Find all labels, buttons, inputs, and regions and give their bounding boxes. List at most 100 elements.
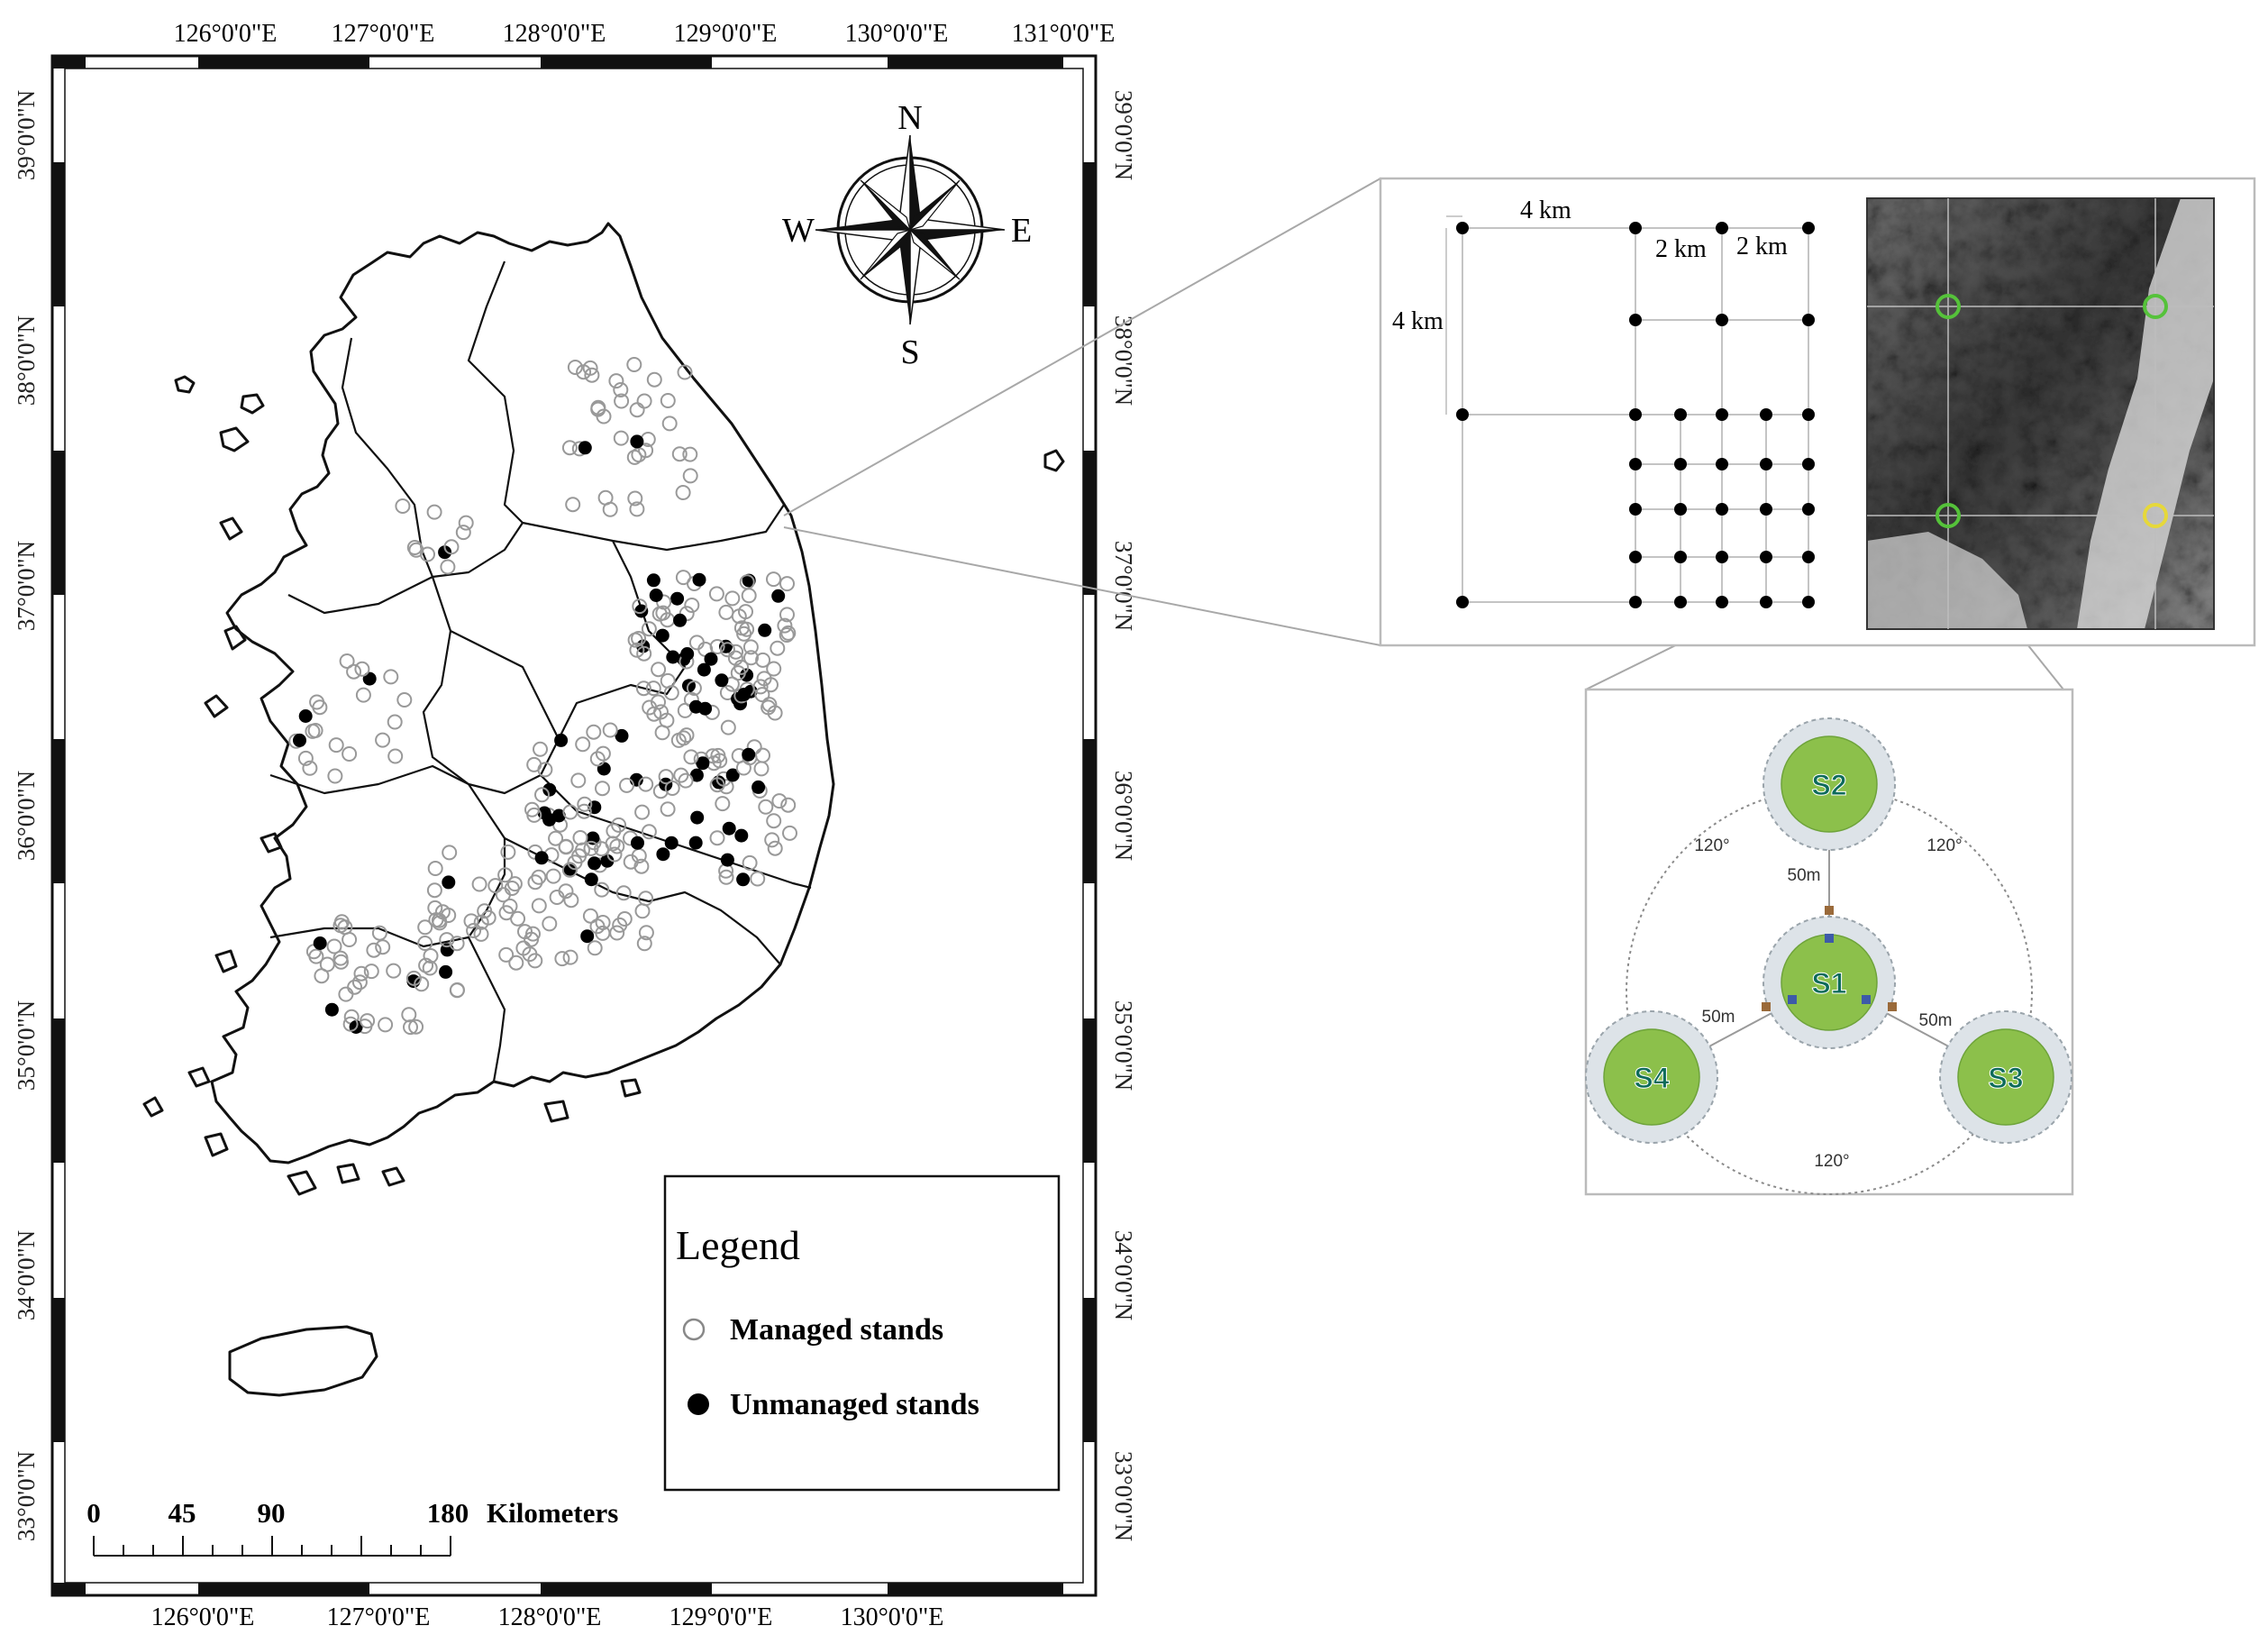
managed-stand-point bbox=[646, 371, 662, 388]
managed-stand-point bbox=[596, 408, 612, 425]
unmanaged-stand-point bbox=[656, 847, 670, 862]
managed-stand-point bbox=[660, 801, 676, 817]
lon-label-top: 129°0'0"E bbox=[674, 20, 778, 48]
frame-bar bbox=[1083, 451, 1096, 595]
managed-stand-point bbox=[426, 882, 442, 899]
managed-stand-point bbox=[629, 642, 645, 658]
managed-stand-point bbox=[455, 525, 471, 541]
managed-stand-point bbox=[417, 936, 433, 951]
compass-point bbox=[910, 230, 1005, 241]
grid-node-point bbox=[1716, 458, 1728, 470]
managed-stand-point bbox=[387, 714, 403, 730]
managed-stand-point bbox=[623, 854, 639, 870]
managed-stand-point bbox=[629, 501, 645, 517]
grid-node-point bbox=[1629, 551, 1642, 563]
island bbox=[620, 1078, 642, 1098]
managed-stand-point bbox=[758, 799, 774, 815]
managed-stand-point bbox=[684, 598, 700, 613]
lon-label-bottom: 128°0'0"E bbox=[498, 1603, 602, 1631]
sample-point-marker-highlight bbox=[2143, 503, 2168, 528]
connector-line bbox=[783, 178, 1381, 516]
aerial-photo-border bbox=[1866, 197, 2215, 630]
island bbox=[187, 1066, 211, 1088]
managed-stand-point bbox=[428, 912, 444, 928]
grid-node-point bbox=[1760, 408, 1772, 421]
grid-node-point bbox=[1802, 596, 1815, 608]
subplot-core bbox=[1781, 735, 1878, 833]
scale-tick-label: 45 bbox=[169, 1497, 196, 1529]
managed-stand-point bbox=[534, 787, 550, 803]
frame-bar bbox=[52, 1298, 65, 1442]
subplot-marker bbox=[1825, 934, 1834, 943]
managed-stand-point bbox=[741, 588, 757, 604]
managed-stand-point bbox=[498, 946, 515, 963]
subplot-marker bbox=[1888, 1002, 1897, 1011]
lon-label-top: 128°0'0"E bbox=[503, 20, 606, 48]
managed-stand-point bbox=[658, 769, 674, 785]
managed-stand-point bbox=[426, 504, 442, 520]
managed-stand-point bbox=[408, 542, 424, 558]
managed-stand-point bbox=[537, 762, 553, 778]
compass-point bbox=[907, 179, 961, 232]
grid-node-point bbox=[1802, 408, 1815, 421]
grid-node-point bbox=[1802, 551, 1815, 563]
managed-stand-point bbox=[582, 908, 598, 924]
managed-stand-point bbox=[679, 727, 695, 744]
managed-stand-point bbox=[375, 732, 391, 748]
lat-label-right: 39°0'0"N bbox=[1110, 90, 1137, 180]
top-longitude-labels: 126°0'0"E 127°0'0"E 128°0'0"E 129°0'0"E … bbox=[174, 20, 1116, 48]
managed-stand-point bbox=[763, 677, 779, 693]
unmanaged-stand-point bbox=[655, 628, 669, 643]
managed-stand-point bbox=[636, 645, 652, 662]
grid-node-point bbox=[1456, 222, 1469, 234]
subplot-label: S4 bbox=[1634, 1062, 1669, 1094]
managed-stand-point bbox=[567, 360, 583, 375]
sample-point-marker bbox=[2143, 294, 2168, 319]
unmanaged-stand-point bbox=[722, 821, 736, 836]
unmanaged-stand-point bbox=[742, 747, 756, 762]
lon-label-bottom: 130°0'0"E bbox=[841, 1603, 944, 1631]
managed-stand-point bbox=[417, 919, 433, 936]
managed-stand-point bbox=[782, 825, 797, 841]
grid-node-point bbox=[1760, 458, 1772, 470]
grid-node-point bbox=[1802, 222, 1815, 234]
managed-stand-point bbox=[339, 653, 355, 669]
subplot-s2: S2 bbox=[1762, 717, 1896, 851]
managed-stand-point bbox=[418, 957, 434, 973]
unmanaged-stand-point bbox=[631, 836, 644, 850]
managed-stand-point bbox=[636, 936, 652, 952]
managed-stand-point bbox=[767, 840, 783, 856]
managed-stand-point bbox=[755, 747, 770, 763]
unmanaged-stand-point bbox=[715, 673, 729, 688]
angle-label-left: 120° bbox=[1694, 836, 1729, 855]
managed-stand-point bbox=[500, 844, 516, 860]
subplot-s3: S3 bbox=[1939, 1010, 2072, 1144]
frame-bar bbox=[888, 1583, 1063, 1595]
managed-stand-point bbox=[735, 760, 751, 776]
island bbox=[336, 1163, 360, 1184]
managed-stand-point bbox=[632, 598, 648, 615]
managed-stand-point bbox=[495, 887, 511, 903]
managed-stand-point bbox=[606, 846, 623, 863]
managed-stand-point bbox=[764, 832, 780, 848]
managed-stand-point bbox=[638, 776, 654, 792]
managed-stand-point bbox=[353, 965, 369, 982]
scale-tick-label: 0 bbox=[87, 1497, 101, 1529]
grid-node-point bbox=[1716, 596, 1728, 608]
grid-node-point bbox=[1716, 408, 1728, 421]
managed-stand-point bbox=[742, 854, 758, 871]
boundary-daejeon bbox=[450, 630, 560, 740]
unmanaged-stand-point bbox=[646, 573, 660, 588]
legend-managed-label: Managed stands bbox=[730, 1313, 943, 1347]
managed-stand-point bbox=[733, 659, 750, 675]
unmanaged-stand-point bbox=[534, 851, 549, 865]
grid-node-point bbox=[1674, 551, 1687, 563]
managed-stand-point bbox=[779, 607, 795, 623]
managed-stand-point bbox=[570, 772, 587, 789]
grid-node-point bbox=[1629, 458, 1642, 470]
grid-node-point bbox=[1716, 222, 1728, 234]
managed-stand-point bbox=[712, 753, 728, 769]
island bbox=[543, 1100, 569, 1123]
managed-stand-point bbox=[524, 931, 540, 947]
managed-stand-point bbox=[613, 382, 629, 397]
